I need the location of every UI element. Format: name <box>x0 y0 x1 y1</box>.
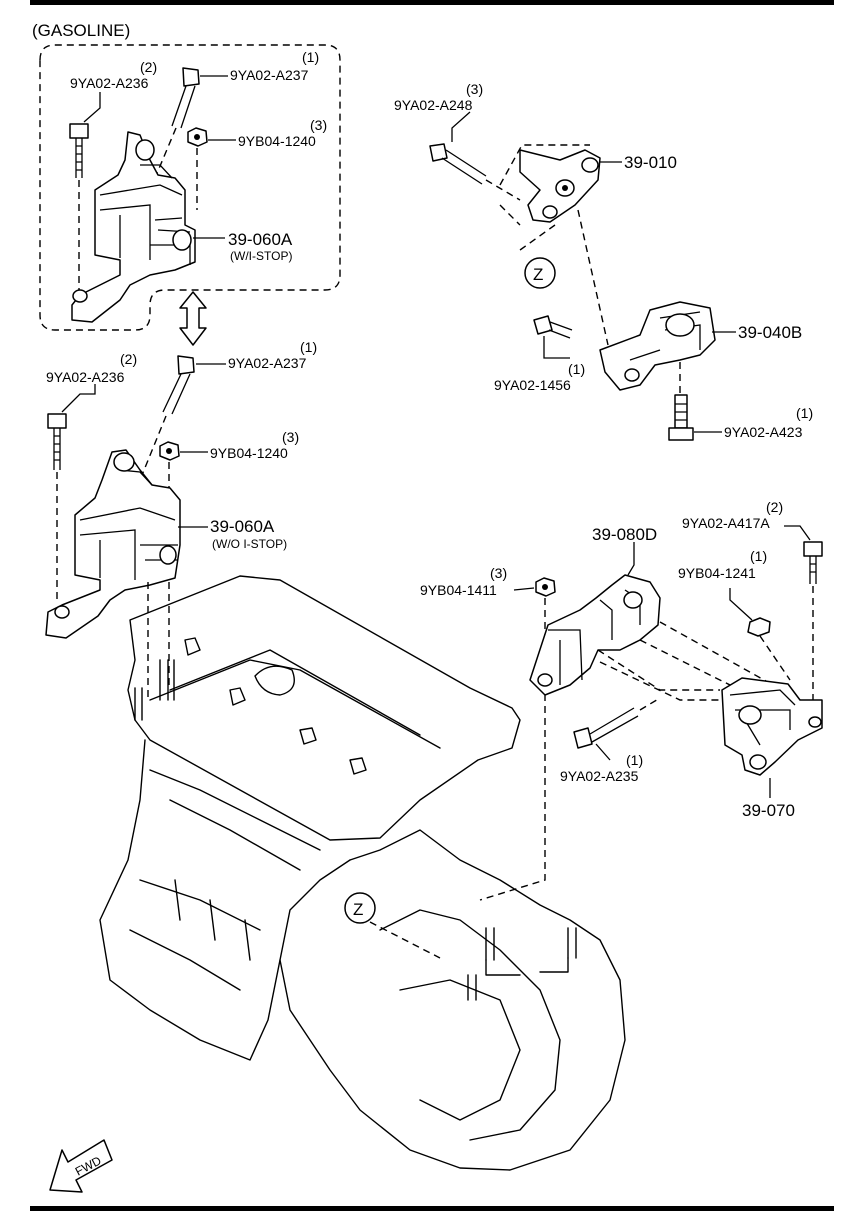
wo-mount-part: 39-060A <box>210 517 275 536</box>
trans-1411-part: 9YB04-1411 <box>420 582 497 598</box>
trans-a235-part: 9YA02-A235 <box>560 768 639 784</box>
rear-a423-qty: (1) <box>796 405 813 421</box>
wi-a236-part: 9YA02-A236 <box>70 75 149 91</box>
wo-stop-mount-group <box>45 355 226 639</box>
bracket-39-080d-icon <box>529 574 661 696</box>
engine-mount-39-040b-icon <box>599 301 716 391</box>
rear-1456-qty: (1) <box>568 361 585 377</box>
trans-1411-qty: (3) <box>490 565 507 581</box>
bolt-a236-icon <box>47 413 67 470</box>
trans-mount-part: 39-070 <box>742 801 795 820</box>
engine-assembly-illustration <box>99 575 626 1171</box>
wi-a237-part: 9YA02-A237 <box>230 67 309 83</box>
engine-ref-z: Z <box>353 900 363 919</box>
bolt-a423-icon <box>668 394 694 441</box>
trans-a417a-part: 9YA02-A417A <box>682 515 770 531</box>
bolt-a248-icon <box>429 143 487 185</box>
engine-ref-z-circle <box>344 892 376 924</box>
ref-z-circle <box>524 257 556 289</box>
bolt-a236-icon <box>69 123 89 178</box>
trans-bracket-part: 39-080D <box>592 525 657 544</box>
wo-1240-part: 9YB04-1240 <box>210 445 288 461</box>
wi-a237-qty: (1) <box>302 49 319 65</box>
nut-1241-icon <box>747 617 771 637</box>
trans-a235-qty: (1) <box>626 752 643 768</box>
wi-mount-note: (W/I-STOP) <box>230 249 292 263</box>
bolt-a237-icon <box>171 67 200 129</box>
variant-title: (GASOLINE) <box>32 21 130 40</box>
fwd-arrow-icon <box>49 1139 113 1193</box>
wo-a236-qty: (2) <box>120 351 137 367</box>
wo-a237-qty: (1) <box>300 339 317 355</box>
top-rule <box>30 0 834 5</box>
wi-mount-part: 39-060A <box>228 230 293 249</box>
trans-mount-group <box>479 525 823 901</box>
trans-mount-39-070-icon <box>721 677 823 776</box>
wo-a237-part: 9YA02-A237 <box>228 355 307 371</box>
wi-1240-part: 9YB04-1240 <box>238 133 316 149</box>
wi-1240-qty: (3) <box>310 117 327 133</box>
wo-mount-note: (W/O I-STOP) <box>212 537 287 551</box>
rear-a423-part: 9YA02-A423 <box>724 424 803 440</box>
rear-1456-part: 9YA02-1456 <box>494 377 571 393</box>
bolt-a417a-icon <box>803 541 823 584</box>
wo-a236-part: 9YA02-A236 <box>46 369 125 385</box>
bracket-39-010-icon <box>519 149 601 223</box>
rear-a248-part: 9YA02-A248 <box>394 97 473 113</box>
nut-1411-icon <box>535 577 556 597</box>
rear-bracket-part: 39-010 <box>624 153 677 172</box>
bottom-rule <box>30 1206 834 1211</box>
rear-a248-qty: (3) <box>466 81 483 97</box>
rear-mount-part: 39-040B <box>738 323 802 342</box>
bolt-a237-icon <box>162 355 195 415</box>
bolt-1456-icon <box>533 315 573 339</box>
bolt-a235-icon <box>573 707 639 749</box>
wi-stop-mount-group <box>69 67 236 323</box>
engine-mount-39-060a-wi-icon <box>71 131 196 323</box>
trans-a417a-qty: (2) <box>766 499 783 515</box>
rear-mount-group <box>429 111 736 441</box>
nut-1240-icon <box>159 441 180 461</box>
wi-a236-qty: (2) <box>140 59 157 75</box>
trans-1241-qty: (1) <box>750 548 767 564</box>
rear-ref-z: Z <box>533 265 543 284</box>
nut-1240-icon <box>187 127 208 147</box>
wo-1240-qty: (3) <box>282 429 299 445</box>
trans-1241-part: 9YB04-1241 <box>678 565 756 581</box>
alternate-arrow-icon <box>179 291 207 346</box>
engine-mount-39-060a-wo-icon <box>45 449 181 639</box>
wi-stop-group-box <box>39 44 341 331</box>
